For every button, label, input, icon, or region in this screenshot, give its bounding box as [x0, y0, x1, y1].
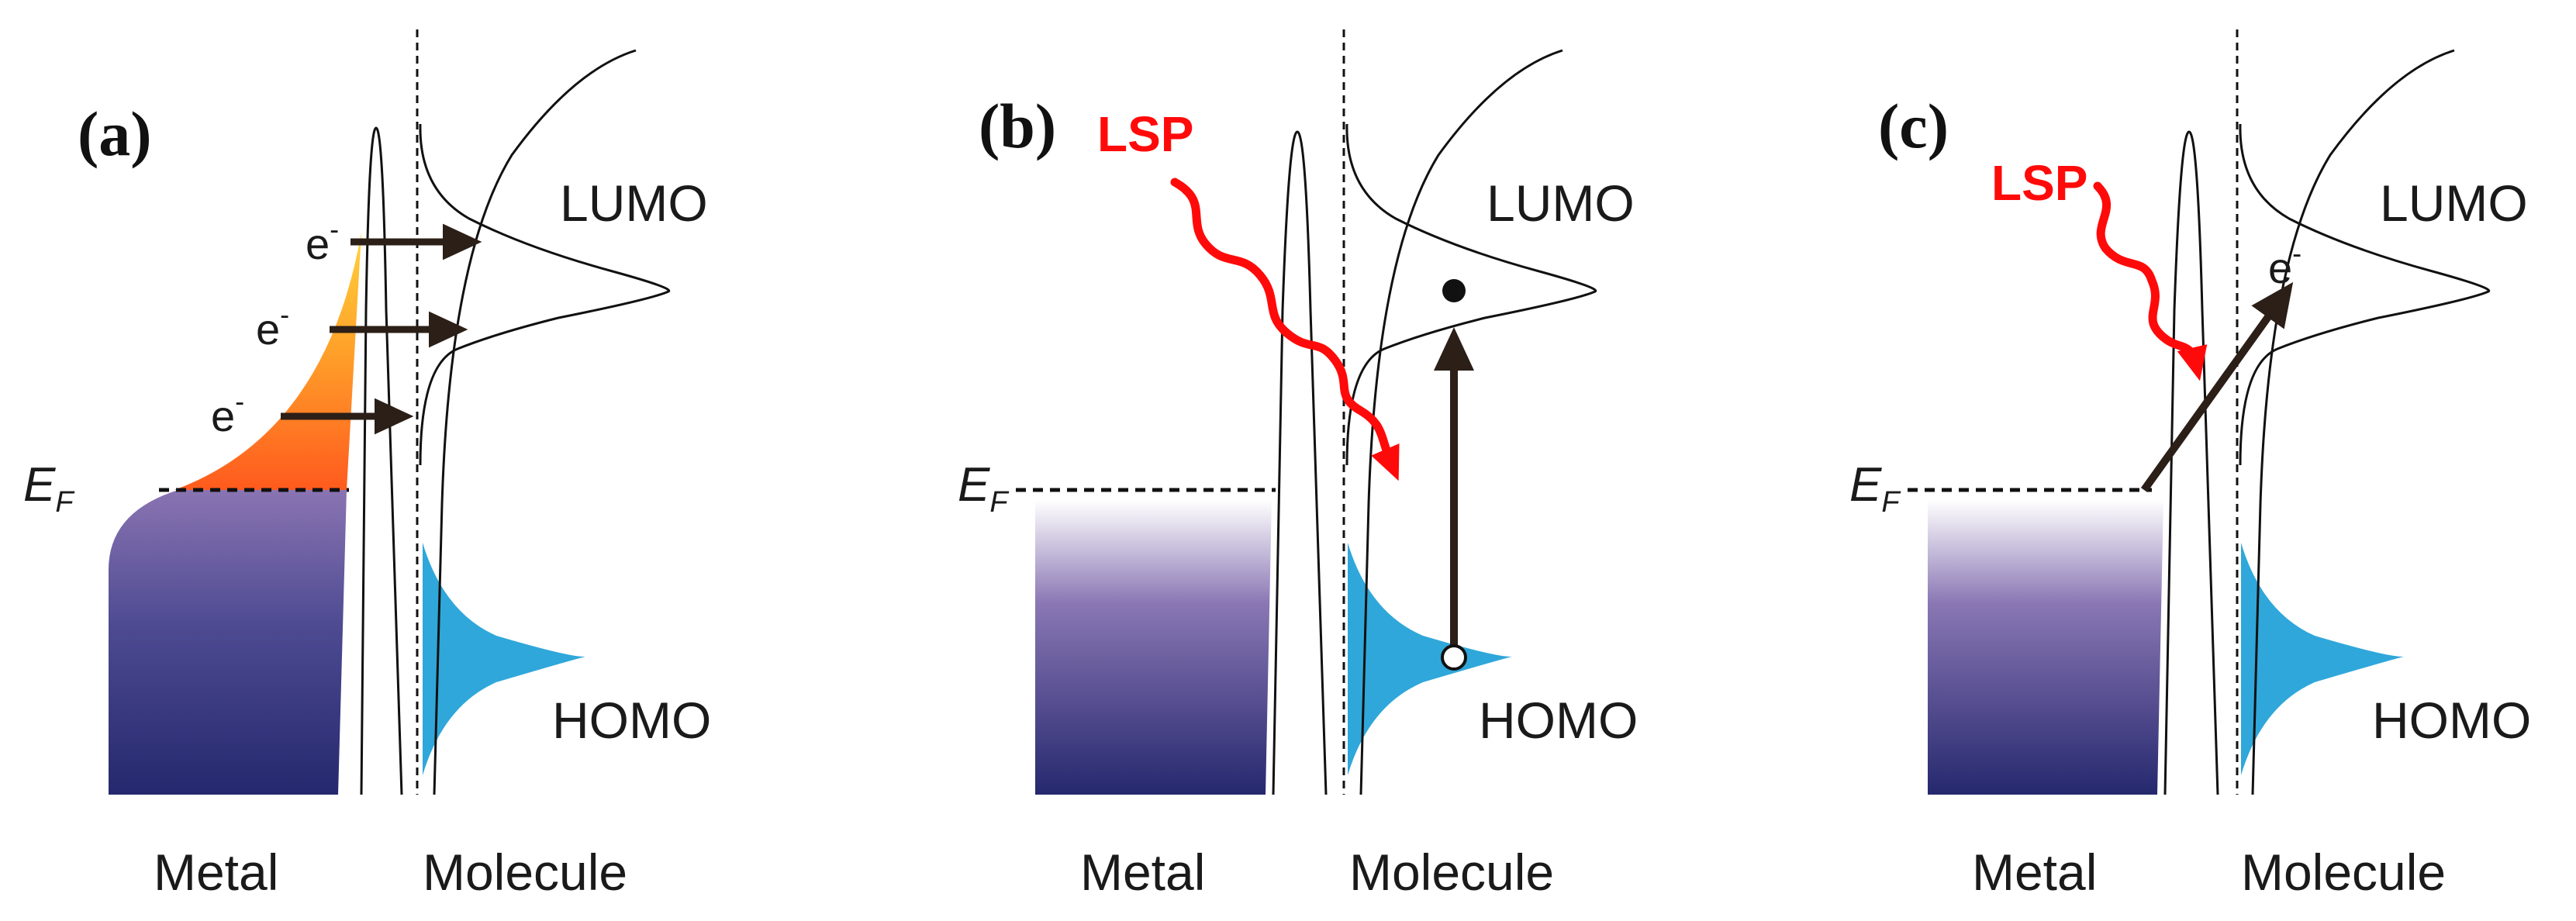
- homo-peak-a: [423, 543, 585, 775]
- homo-peak-c: [2241, 543, 2404, 775]
- lsp-wave-b: [1170, 178, 1400, 481]
- hot-electron-region: [174, 233, 361, 490]
- molecule-potential-a: [433, 49, 637, 795]
- panel-c: (c) LSP EF e- LUMO HOMO Metal Molecule: [1849, 29, 2531, 901]
- homo-label-a: HOMO: [552, 692, 711, 749]
- metal-band-b: [1035, 500, 1272, 795]
- lsp-label-c: LSP: [1991, 155, 2087, 211]
- molecule-label-b: Molecule: [1349, 843, 1554, 901]
- panel-a: (a) EF e- e- e- LUMO HOMO Metal Molecule: [23, 29, 711, 901]
- electron-label-1: e-: [306, 213, 339, 268]
- lumo-curve-b: [1345, 123, 1597, 466]
- metal-band-a: [109, 490, 347, 795]
- homo-peak-b: [1348, 543, 1512, 775]
- lumo-label-b: LUMO: [1487, 174, 1635, 232]
- lsp-label-b: LSP: [1097, 106, 1193, 162]
- panel-label-c: (c): [1878, 91, 1949, 161]
- lsp-wave-c: [2093, 181, 2208, 381]
- tunnel-barrier-b: [1272, 130, 1328, 795]
- metal-label-b: Metal: [1080, 843, 1205, 901]
- tunnel-barrier-c: [2163, 130, 2219, 795]
- molecule-label-a: Molecule: [423, 843, 627, 901]
- panel-b: (b) LSP EF LUMO HOMO Metal Molecule: [958, 29, 1638, 901]
- lumo-label-a: LUMO: [560, 174, 708, 232]
- fermi-label-c: EF: [1849, 458, 1901, 519]
- tunnel-barrier-a: [360, 126, 403, 795]
- metal-band-c: [1928, 500, 2163, 795]
- molecule-label-c: Molecule: [2241, 843, 2446, 901]
- metal-label-c: Metal: [1972, 843, 2097, 901]
- panel-label-b: (b): [979, 91, 1056, 161]
- hole: [1441, 644, 1467, 671]
- metal-label-a: Metal: [154, 843, 278, 901]
- fermi-label-a: EF: [23, 458, 74, 519]
- electron-label-c: e-: [2268, 237, 2301, 292]
- charge-transfer-arrow: [2140, 281, 2294, 492]
- electron-label-3: e-: [211, 385, 244, 440]
- excited-electron: [1442, 279, 1466, 302]
- lumo-curve-c: [2239, 123, 2491, 466]
- fermi-label-b: EF: [958, 458, 1009, 519]
- panel-label-a: (a): [78, 98, 152, 169]
- molecule-potential-b: [1359, 49, 1563, 795]
- homo-label-b: HOMO: [1479, 692, 1638, 749]
- molecule-potential-c: [2251, 49, 2455, 795]
- lumo-label-c: LUMO: [2380, 174, 2528, 232]
- homo-label-c: HOMO: [2372, 692, 2531, 749]
- electron-label-2: e-: [256, 298, 289, 354]
- lumo-curve-a: [419, 123, 671, 466]
